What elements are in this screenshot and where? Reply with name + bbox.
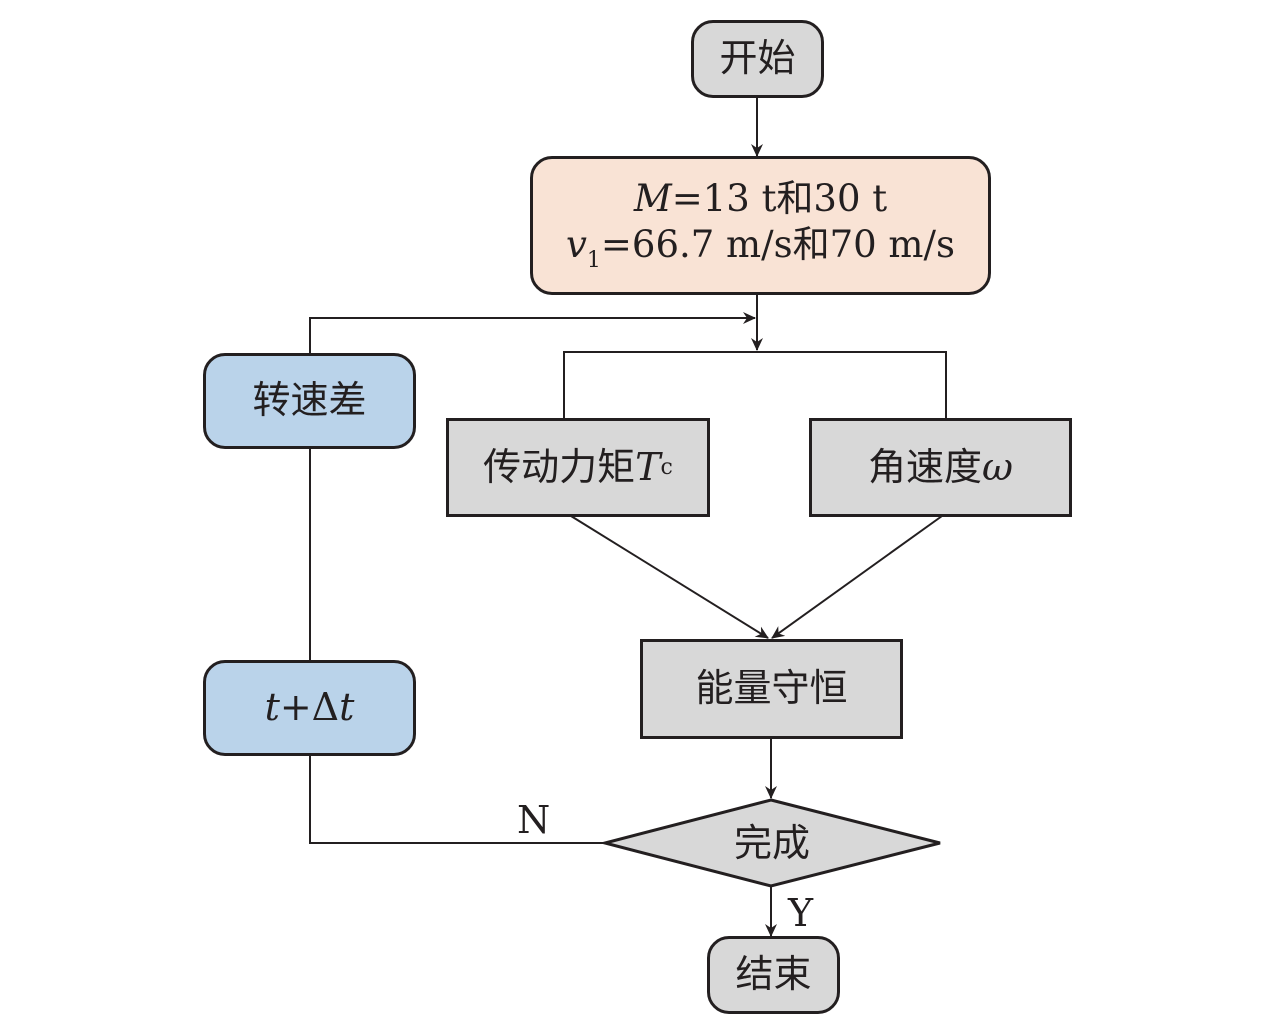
energy-node: 能量守恒 [640, 639, 903, 739]
end-label: 结束 [735, 952, 812, 997]
params-line-1: M=13 t和30 t [634, 176, 887, 222]
mass-var: M [633, 177, 672, 221]
angular-velocity-label: 角速度 [867, 444, 982, 489]
end-node: 结束 [707, 936, 840, 1014]
timestep-t2: t [339, 685, 355, 730]
speed-diff-label: 转速差 [252, 378, 367, 423]
torque-label: 传动力矩 [483, 444, 636, 489]
timestep-t1: t [264, 685, 280, 730]
torque-var: T [635, 444, 661, 489]
edge-omega-energy [771, 515, 943, 639]
edge-feedback-top [309, 312, 756, 353]
mass-values: =13 t和30 t [671, 177, 888, 221]
yes-branch-label: Y [788, 891, 814, 935]
speed-diff-node: 转速差 [203, 353, 416, 449]
start-label: 开始 [719, 36, 796, 81]
done-label-box: 完成 [690, 820, 854, 866]
velocity-values: =66.7 m/s和70 m/s [600, 223, 955, 267]
torque-sub: c [660, 454, 673, 480]
edge-split [563, 351, 947, 418]
no-branch-label: N [517, 798, 551, 842]
start-node: 开始 [691, 20, 824, 98]
omega-var: ω [982, 444, 1013, 489]
params-line-2: v1=66.7 m/s和70 m/s [566, 222, 955, 275]
velocity-var: v [566, 223, 587, 267]
timestep-op: +Δ [279, 685, 340, 730]
velocity-sub: 1 [586, 248, 601, 274]
decision-diamond [599, 798, 941, 888]
edge-torque-energy [570, 515, 769, 639]
params-node: M=13 t和30 t v1=66.7 m/s和70 m/s [530, 156, 991, 295]
energy-label: 能量守恒 [695, 666, 848, 711]
edge-no-branch [309, 755, 605, 844]
done-label: 完成 [733, 821, 810, 865]
